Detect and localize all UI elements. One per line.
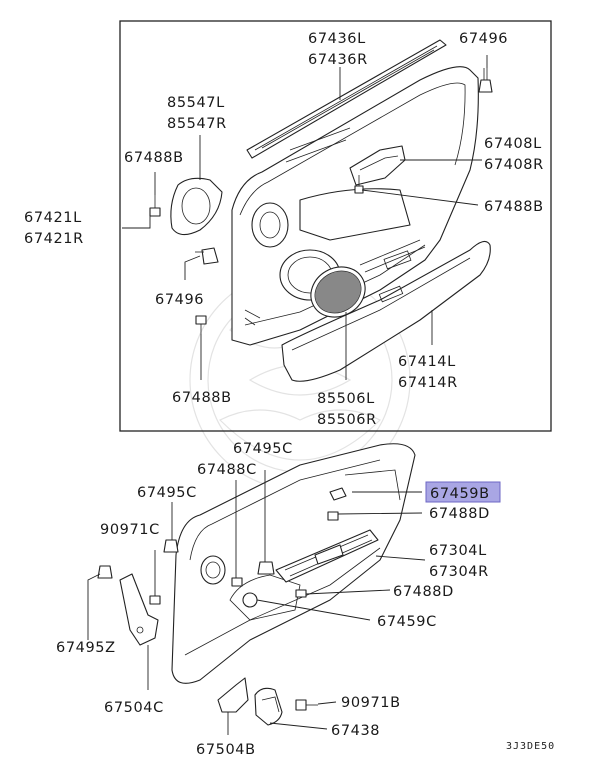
pad-67459b-part [329, 487, 347, 501]
label-67408l[interactable]: 67408L [484, 136, 542, 152]
lower-clip-fasteners [97, 511, 339, 711]
label-85547l[interactable]: 85547L [167, 95, 225, 111]
label-67438[interactable]: 67438 [331, 723, 380, 739]
part-labels: 67436L 67436R 67496 85547L 85547R 67408L… [24, 31, 555, 758]
upper-assembly-frame [119, 20, 552, 432]
label-67459b[interactable]: 67459B [430, 486, 490, 502]
label-67496-mid[interactable]: 67496 [155, 292, 204, 308]
door-pocket-67438-part [254, 687, 283, 726]
diagram-code: 3J3DE50 [506, 741, 555, 752]
speaker-grille-part [310, 266, 366, 318]
upper-clip-fasteners [149, 68, 493, 334]
label-85506r[interactable]: 85506R [317, 412, 377, 428]
label-90971b[interactable]: 90971B [341, 695, 401, 711]
upper-leader-lines [122, 55, 488, 380]
label-67495c-left[interactable]: 67495C [137, 485, 197, 501]
label-67488b-bottom[interactable]: 67488B [172, 390, 232, 406]
label-67495c-top[interactable]: 67495C [233, 441, 293, 457]
label-67488b-right[interactable]: 67488B [484, 199, 544, 215]
label-85506l[interactable]: 85506L [317, 391, 375, 407]
label-67421l[interactable]: 67421L [24, 210, 82, 226]
bracket-67504c-part [119, 573, 159, 646]
label-67436r[interactable]: 67436R [308, 52, 368, 68]
label-67488d-bottom[interactable]: 67488D [393, 584, 454, 600]
label-67459c[interactable]: 67459C [377, 614, 437, 630]
pad-67459c-part [242, 592, 258, 608]
bracket-67504b-part [217, 677, 249, 713]
door-trim-panel-part [231, 66, 479, 346]
label-67414r[interactable]: 67414R [398, 375, 458, 391]
label-67504c[interactable]: 67504C [104, 700, 164, 716]
label-67496-top[interactable]: 67496 [459, 31, 508, 47]
highlight-box [425, 481, 501, 503]
label-67436l[interactable]: 67436L [308, 31, 366, 47]
armrest-bracket-part [275, 529, 379, 583]
armrest-pad-part [281, 240, 491, 382]
label-67304l[interactable]: 67304L [429, 543, 487, 559]
label-85547r[interactable]: 85547R [167, 116, 227, 132]
label-67488c[interactable]: 67488C [197, 462, 257, 478]
label-90971c[interactable]: 90971C [100, 522, 160, 538]
label-67495z[interactable]: 67495Z [56, 640, 116, 656]
label-67304r[interactable]: 67304R [429, 564, 489, 580]
speaker-cover-part [170, 177, 223, 236]
label-67488d-top[interactable]: 67488D [429, 506, 490, 522]
door-weatherstrip-part [246, 39, 447, 159]
label-67488b-left[interactable]: 67488B [124, 150, 184, 166]
label-67421r[interactable]: 67421R [24, 231, 84, 247]
lower-leader-lines [87, 470, 426, 735]
label-67408r[interactable]: 67408R [484, 157, 544, 173]
label-67504b[interactable]: 67504B [196, 742, 256, 758]
label-67414l[interactable]: 67414L [398, 354, 456, 370]
